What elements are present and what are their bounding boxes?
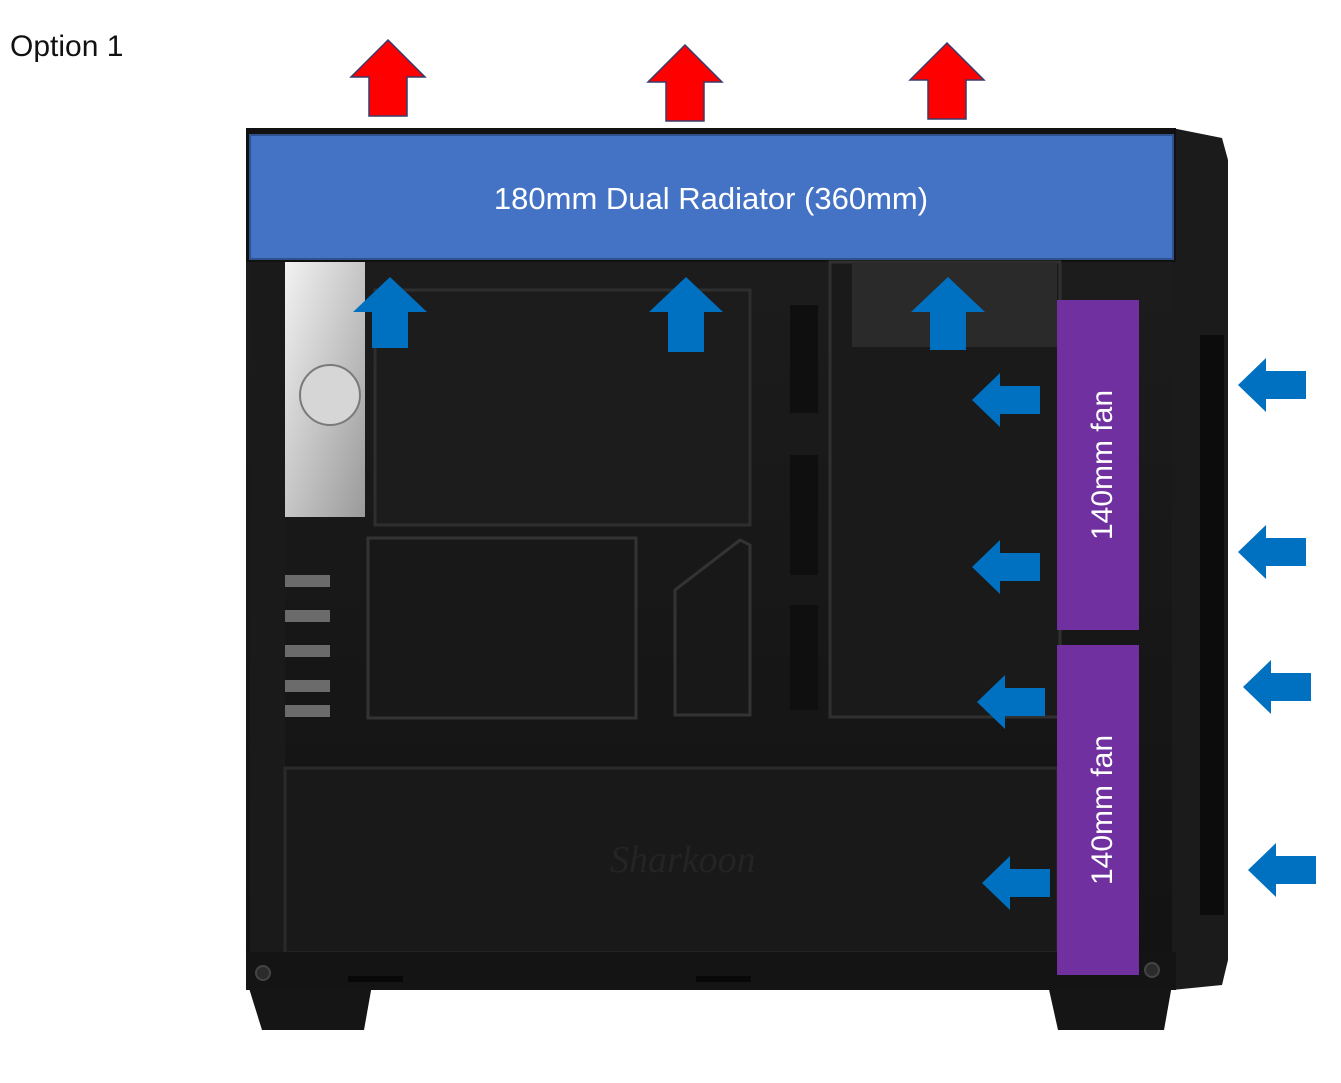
expansion-slots bbox=[285, 575, 330, 717]
front-mesh bbox=[1200, 335, 1224, 915]
left-arrow bbox=[977, 675, 1045, 729]
cable-grommets bbox=[790, 305, 818, 710]
left-arrow bbox=[1248, 843, 1316, 897]
fan-panel bbox=[1057, 300, 1139, 630]
case-screw bbox=[255, 965, 271, 981]
psu-shroud bbox=[283, 766, 1060, 955]
left-arrow bbox=[972, 540, 1040, 594]
front-fan-bottom: 140mm fan bbox=[1057, 645, 1139, 975]
fan-panel bbox=[1057, 645, 1139, 975]
case-foot-right bbox=[1048, 985, 1172, 1030]
radiator-block: 180mm Dual Radiator (360mm) bbox=[249, 134, 1174, 260]
case-vent bbox=[348, 976, 403, 982]
case-vent bbox=[696, 976, 751, 982]
case-screw bbox=[1144, 962, 1160, 978]
left-arrow bbox=[972, 373, 1040, 427]
radiator-label: 180mm Dual Radiator (360mm) bbox=[494, 181, 928, 216]
left-arrow bbox=[1238, 358, 1306, 412]
up-arrow bbox=[649, 277, 723, 352]
fan-label: 140mm fan bbox=[1086, 390, 1119, 540]
exhaust-arrow bbox=[908, 41, 986, 120]
option-title: Option 1 bbox=[10, 30, 124, 63]
cable-cutout bbox=[673, 538, 752, 717]
exhaust-arrow bbox=[646, 43, 724, 122]
fan-label: 140mm fan bbox=[1086, 735, 1119, 885]
up-arrow bbox=[353, 277, 427, 348]
case-foot-left bbox=[248, 985, 372, 1030]
cpu-cutout bbox=[366, 536, 638, 720]
left-arrow bbox=[982, 856, 1050, 910]
case-brand-logo: Sharkoon bbox=[610, 839, 756, 881]
rear-fan-hub bbox=[299, 364, 361, 426]
front-fan-top: 140mm fan bbox=[1057, 300, 1139, 630]
radiator bbox=[249, 134, 1174, 260]
exhaust-arrows bbox=[349, 38, 986, 122]
rear-panel bbox=[250, 262, 285, 952]
front-intake-arrows bbox=[1238, 358, 1316, 897]
bottom-rail bbox=[246, 952, 1176, 990]
up-arrow bbox=[911, 277, 985, 350]
left-arrow bbox=[1238, 525, 1306, 579]
exhaust-arrow bbox=[349, 38, 427, 117]
radiator-intake-arrows bbox=[353, 277, 985, 352]
internal-flow-arrows bbox=[972, 373, 1050, 910]
left-arrow bbox=[1243, 660, 1311, 714]
